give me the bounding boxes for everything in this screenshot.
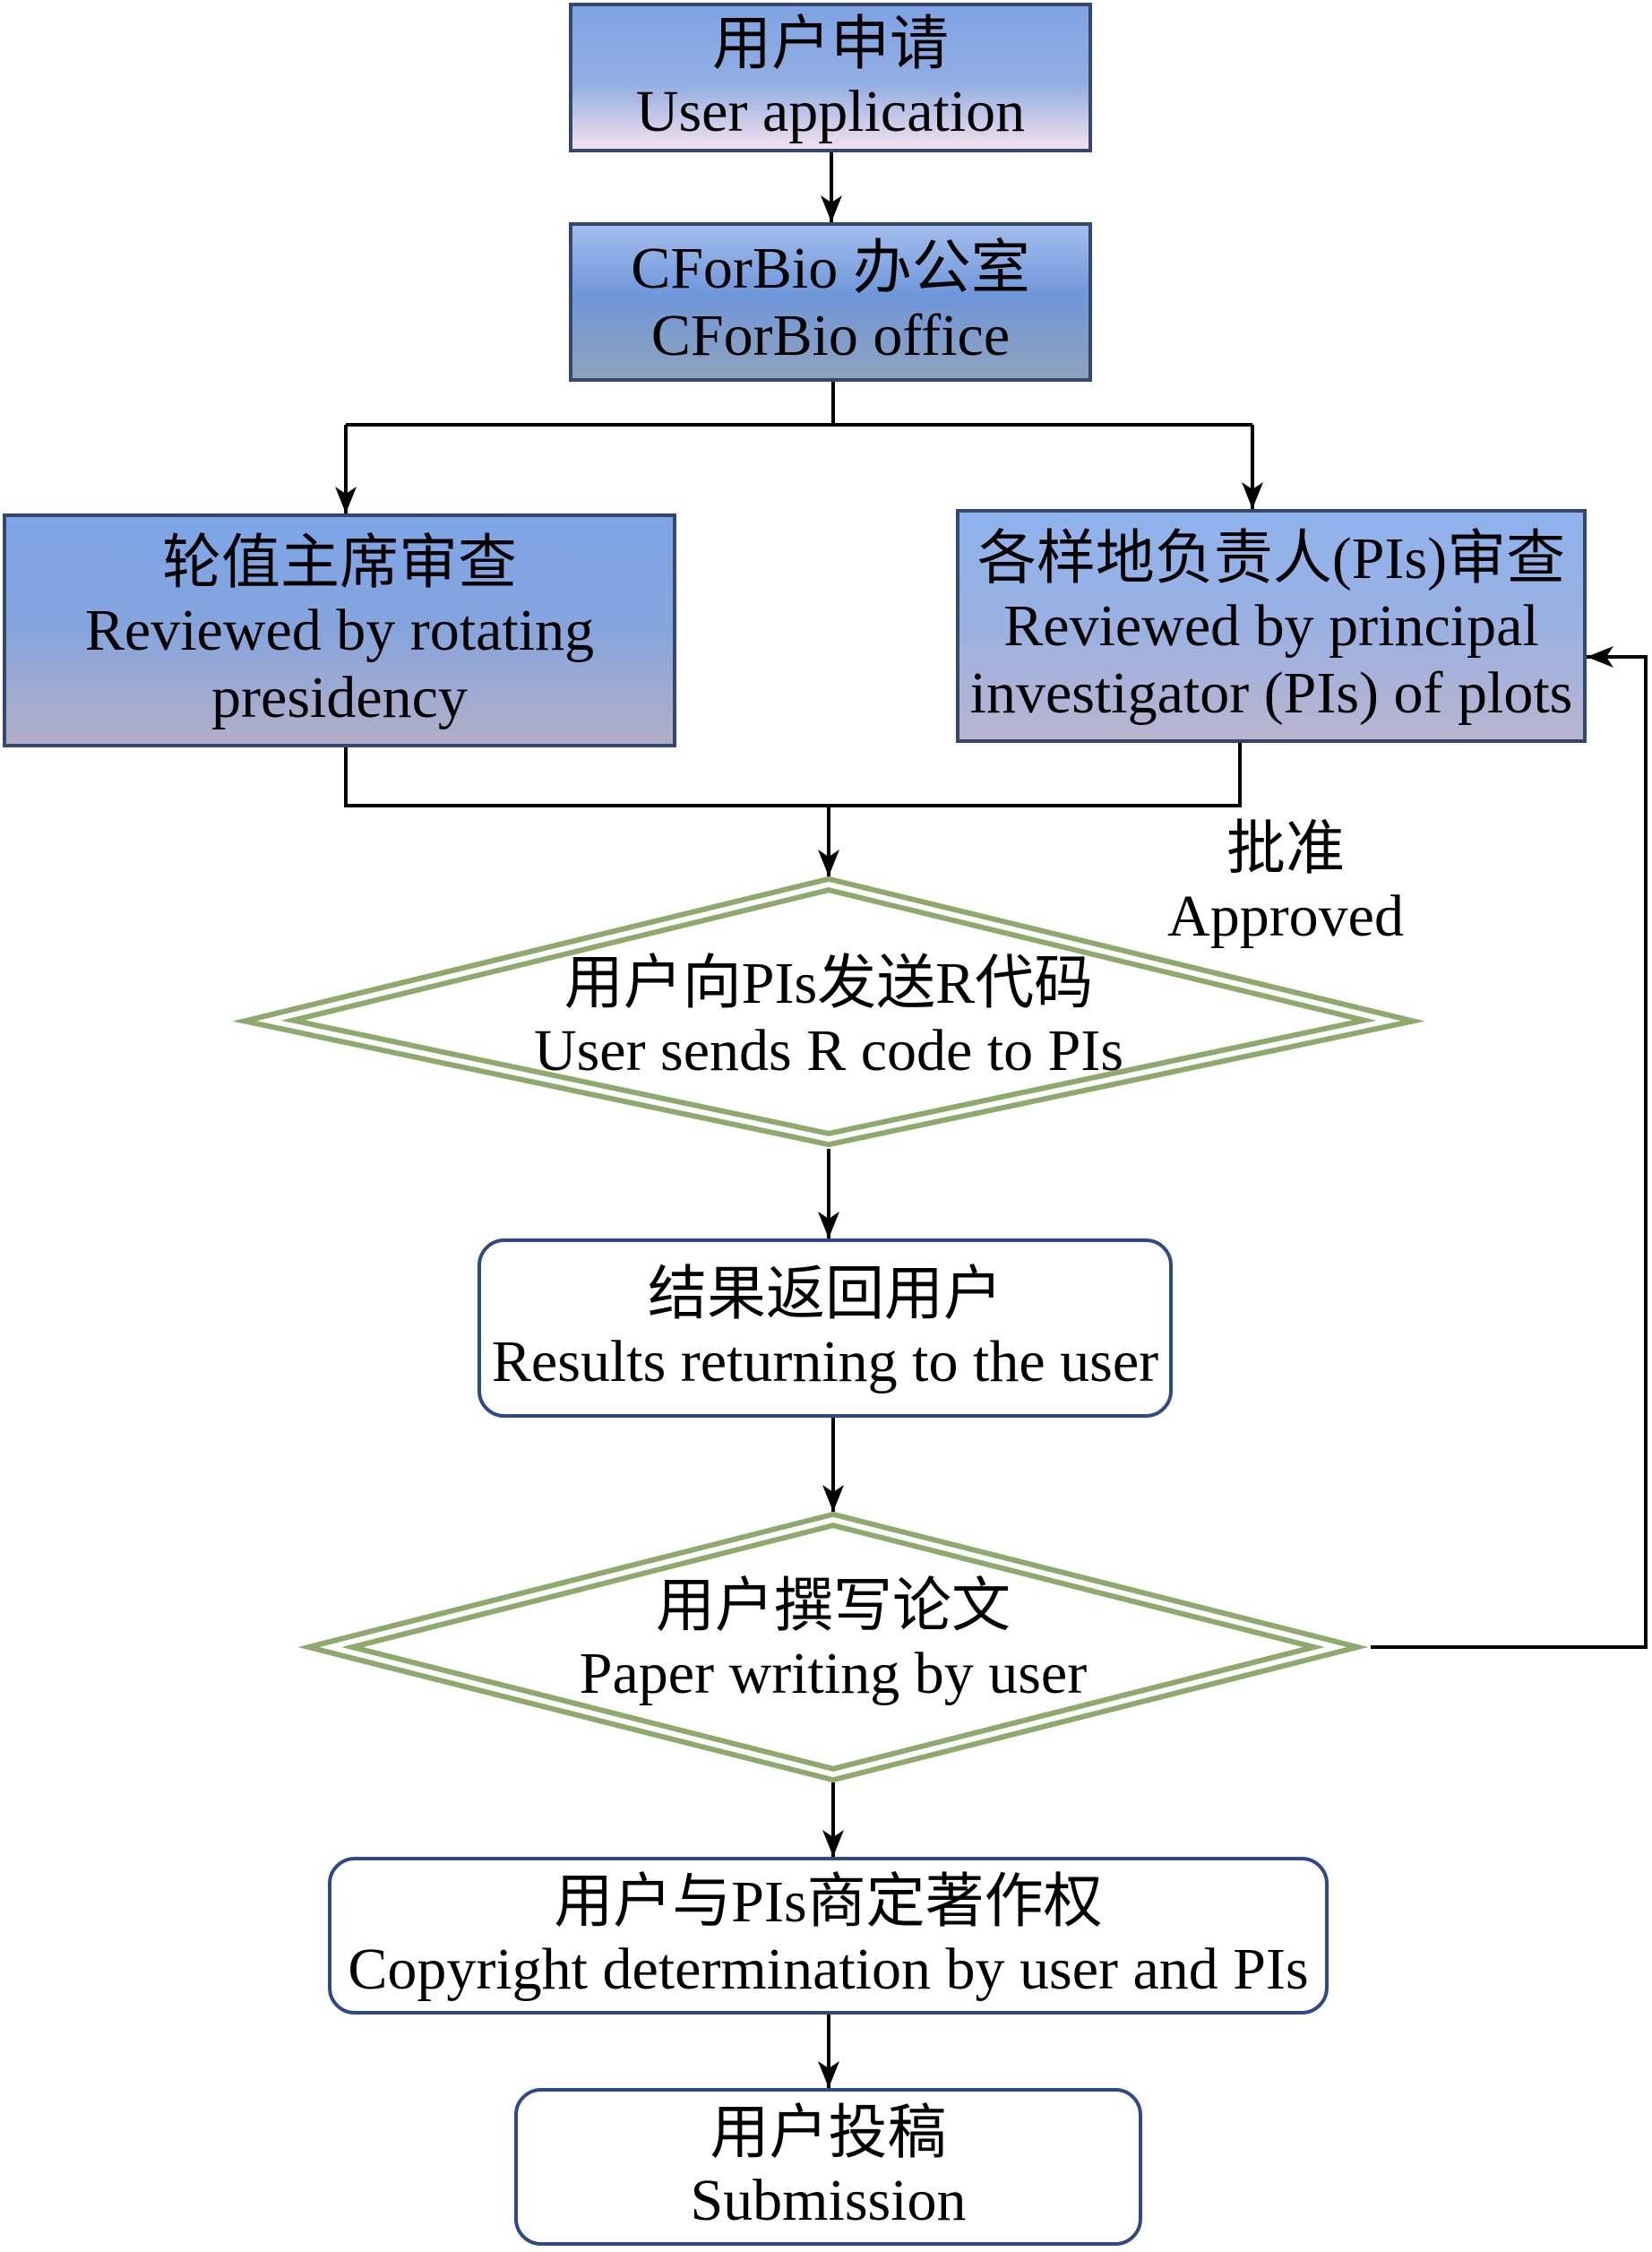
edge-label-approved: 批准 Approved bbox=[1156, 815, 1415, 950]
decision-diamond-paper-writing-double-line bbox=[319, 1516, 1347, 1778]
node-label-zh: 用户撰写论文 bbox=[656, 1574, 1011, 1639]
node-label-en: Copyright determination by user and PIs bbox=[348, 1937, 1309, 2002]
node-rotating-presidency-review: 轮值主席审查 Reviewed by rotating presidency bbox=[3, 513, 676, 747]
node-label-zh: 结果返回用户 bbox=[648, 1262, 1002, 1327]
node-results-returning: 结果返回用户 Results returning to the user bbox=[478, 1238, 1173, 1418]
node-label-en: Reviewed by rotating presidency bbox=[84, 598, 595, 730]
node-pis-review: 各样地负责人(PIs)审查 Reviewed by principal inve… bbox=[956, 509, 1587, 743]
node-label-en: User application bbox=[635, 78, 1026, 144]
node-label-en: User sends R code to PIs bbox=[533, 1018, 1124, 1083]
node-cforbio-office: CForBio 办公室 CForBio office bbox=[569, 222, 1092, 382]
node-label-en: Results returning to the user bbox=[491, 1329, 1159, 1394]
node-label-zh: 各样地负责人(PIs)审查 bbox=[977, 526, 1566, 591]
node-user-application: 用户申请 User application bbox=[569, 3, 1092, 152]
node-submission: 用户投稿 Submission bbox=[514, 2088, 1142, 2246]
node-label-en: Paper writing by user bbox=[579, 1641, 1088, 1706]
edge-label-en: Approved bbox=[1167, 884, 1404, 949]
node-label-en: Reviewed by principal investigator (PIs)… bbox=[969, 593, 1573, 726]
node-label-zh: 用户投稿 bbox=[710, 2101, 947, 2166]
node-label-zh: 用户向PIs发送R代码 bbox=[564, 951, 1094, 1016]
decision-label-send-r-code: 用户向PIs发送R代码 User sends R code to PIs bbox=[381, 950, 1277, 1084]
connector-reviews-merge bbox=[344, 743, 1242, 807]
node-copyright-determination: 用户与PIs商定著作权 Copyright determination by u… bbox=[328, 1857, 1329, 2015]
node-label-zh: 轮值主席审查 bbox=[162, 531, 517, 596]
node-label-zh: CForBio 办公室 bbox=[631, 236, 1030, 301]
decision-diamond-send-r-code-double-line bbox=[256, 881, 1401, 1143]
edge-label-zh: 批准 bbox=[1226, 816, 1345, 882]
feedback-arrow-paper-writing-to-pis-review bbox=[1371, 646, 1648, 1649]
node-label-zh: 用户与PIs商定著作权 bbox=[554, 1869, 1103, 1935]
decision-label-paper-writing: 用户撰写论文 Paper writing by user bbox=[385, 1573, 1281, 1707]
node-label-zh: 用户申请 bbox=[712, 11, 949, 77]
node-label-en: CForBio office bbox=[650, 303, 1011, 368]
node-label-en: Submission bbox=[690, 2168, 967, 2233]
